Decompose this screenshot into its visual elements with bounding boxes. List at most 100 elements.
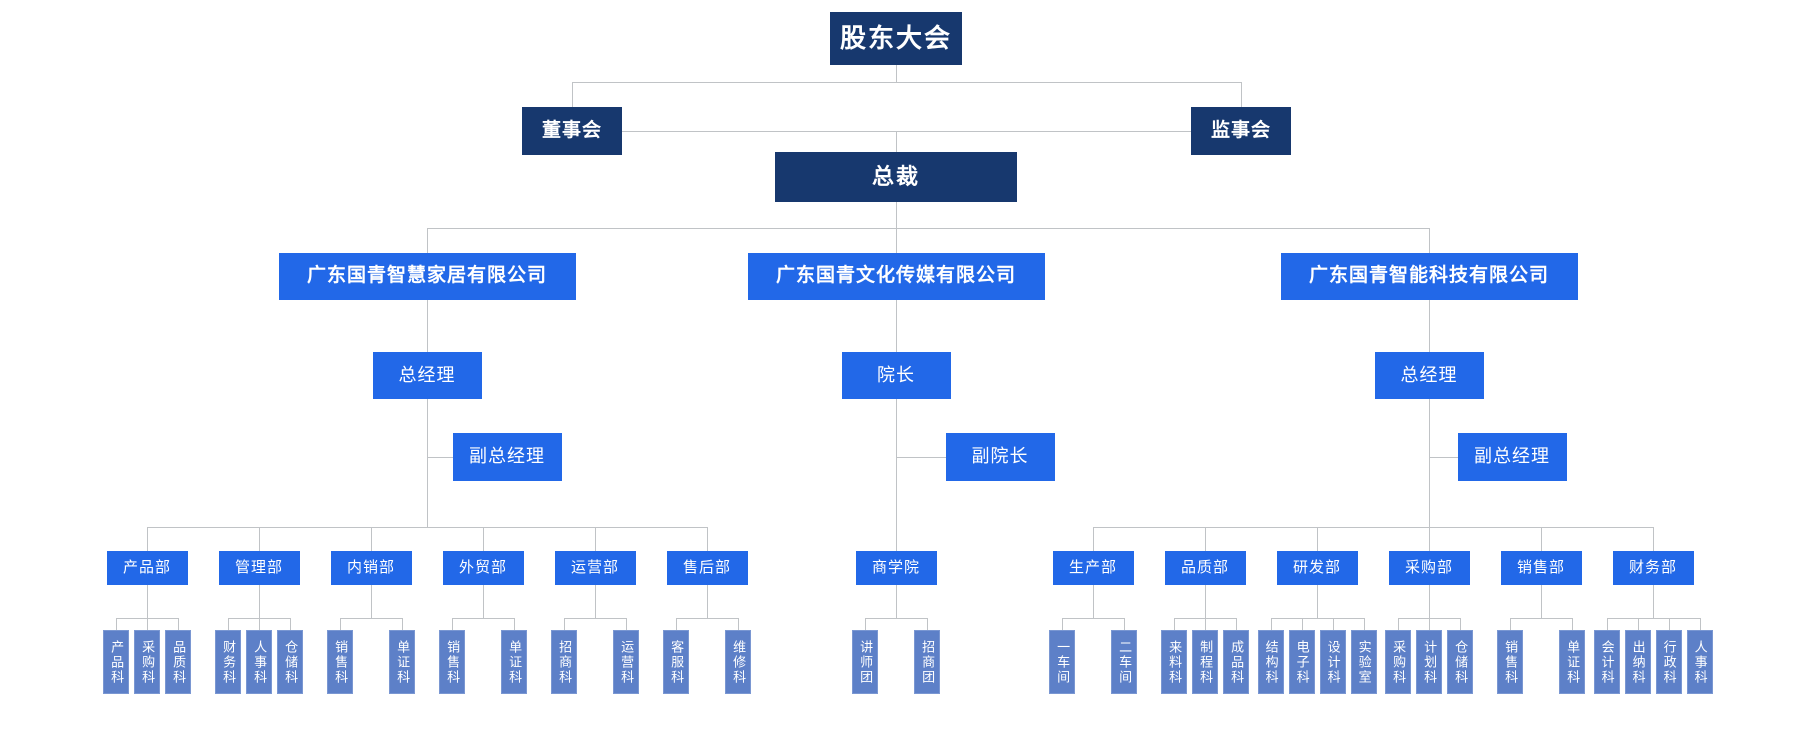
connector-line xyxy=(371,527,372,551)
org-node-unit-0-5-1: 维修科 xyxy=(725,630,751,694)
connector-line xyxy=(896,399,897,551)
connector-line xyxy=(1236,618,1237,630)
connector-line xyxy=(1363,618,1365,630)
org-node-head-0: 总经理 xyxy=(372,352,482,399)
org-node-dept-2-0: 生产部 xyxy=(1052,551,1134,585)
org-node-unit-2-3-1: 计划科 xyxy=(1416,630,1442,694)
org-node-president: 总裁 xyxy=(775,152,1017,202)
org-node-unit-0-4-1: 运营科 xyxy=(613,630,639,694)
connector-line xyxy=(1301,618,1303,630)
connector-line xyxy=(1429,527,1430,551)
org-node-unit-2-2-0: 结构科 xyxy=(1257,630,1284,694)
connector-line xyxy=(564,618,565,630)
connector-line xyxy=(896,300,897,352)
connector-line xyxy=(1637,618,1639,630)
org-node-dept-0-4: 运营部 xyxy=(554,551,636,585)
connector-line xyxy=(1429,585,1430,618)
connector-line xyxy=(1429,300,1430,352)
connector-line xyxy=(259,618,260,630)
connector-line xyxy=(483,527,484,551)
org-node-dept-0-3: 外贸部 xyxy=(442,551,524,585)
connector-line xyxy=(340,618,402,619)
connector-line xyxy=(1205,527,1206,551)
connector-line xyxy=(427,228,428,253)
connector-line xyxy=(564,618,626,619)
org-node-unit-0-1-1: 人事科 xyxy=(246,630,272,694)
connector-line xyxy=(259,527,260,551)
org-node-dept-2-1: 品质部 xyxy=(1164,551,1246,585)
org-node-head-2: 总经理 xyxy=(1374,352,1484,399)
connector-line xyxy=(896,202,897,228)
connector-line xyxy=(1541,527,1542,551)
connector-line xyxy=(707,585,708,618)
connector-line xyxy=(427,228,1429,229)
org-node-unit-0-2-1: 单证科 xyxy=(389,630,415,694)
org-node-unit-2-5-1: 出纳科 xyxy=(1624,630,1651,694)
connector-line xyxy=(147,618,148,630)
org-node-unit-0-3-1: 单证科 xyxy=(501,630,527,694)
connector-line xyxy=(452,618,453,630)
org-node-unit-0-3-0: 销售科 xyxy=(439,630,465,694)
org-node-dept-0-1: 管理部 xyxy=(218,551,300,585)
org-node-dept-0-5: 售后部 xyxy=(666,551,748,585)
connector-line xyxy=(1205,585,1206,618)
connector-line xyxy=(514,618,515,630)
connector-line xyxy=(259,585,260,618)
connector-line xyxy=(622,131,1191,132)
connector-line xyxy=(1429,457,1458,458)
connector-line xyxy=(147,527,148,551)
org-node-shareholders: 股东大会 xyxy=(830,12,962,65)
connector-line xyxy=(290,618,291,630)
connector-line xyxy=(228,618,229,630)
org-node-unit-0-4-0: 招商科 xyxy=(551,630,577,694)
org-node-unit-2-2-1: 电子科 xyxy=(1288,630,1315,694)
connector-line xyxy=(626,618,627,630)
org-node-unit-2-2-2: 设计科 xyxy=(1319,630,1346,694)
org-node-unit-2-1-2: 成品科 xyxy=(1223,630,1249,694)
connector-line xyxy=(1093,585,1094,618)
org-node-dept-0-2: 内销部 xyxy=(330,551,412,585)
connector-line xyxy=(427,399,428,527)
connector-line xyxy=(676,618,677,630)
org-node-unit-2-4-0: 销售科 xyxy=(1497,630,1523,694)
connector-line xyxy=(896,457,946,458)
connector-line xyxy=(1270,618,1272,630)
connector-line xyxy=(572,82,1241,83)
connector-line xyxy=(1317,585,1318,618)
connector-line xyxy=(738,618,739,630)
connector-line xyxy=(147,527,707,528)
connector-line xyxy=(1429,228,1430,253)
connector-line xyxy=(707,527,708,551)
org-node-dept-2-5: 财务部 xyxy=(1612,551,1694,585)
connector-line xyxy=(1062,618,1124,619)
connector-line xyxy=(896,131,897,152)
connector-line xyxy=(1653,527,1654,551)
connector-line xyxy=(371,585,372,618)
connector-line xyxy=(1205,618,1206,630)
org-node-unit-2-5-2: 行政科 xyxy=(1655,630,1682,694)
org-node-company-2: 广东国青智能科技有限公司 xyxy=(1280,253,1578,300)
org-node-unit-2-0-1: 二车间 xyxy=(1111,630,1137,694)
connector-line xyxy=(427,457,453,458)
connector-line xyxy=(427,300,428,352)
connector-line xyxy=(676,618,738,619)
org-node-company-0: 广东国青智慧家居有限公司 xyxy=(278,253,576,300)
org-node-deputy-2: 副总经理 xyxy=(1457,433,1567,481)
connector-line xyxy=(1606,618,1700,619)
connector-line xyxy=(1668,618,1670,630)
org-node-dept-2-4: 销售部 xyxy=(1500,551,1582,585)
org-node-unit-2-1-1: 制程科 xyxy=(1192,630,1218,694)
org-node-unit-0-0-2: 品质科 xyxy=(165,630,191,694)
connector-line xyxy=(1572,618,1573,630)
connector-line xyxy=(1429,618,1430,630)
connector-line xyxy=(896,585,897,618)
org-node-unit-1-0-0: 讲师团 xyxy=(852,630,878,694)
org-node-unit-2-1-0: 来料科 xyxy=(1161,630,1187,694)
connector-line xyxy=(1317,527,1318,551)
org-node-unit-2-5-3: 人事科 xyxy=(1686,630,1713,694)
org-node-unit-0-0-1: 采购科 xyxy=(134,630,160,694)
org-node-unit-2-3-2: 仓储科 xyxy=(1447,630,1473,694)
connector-line xyxy=(865,618,927,619)
connector-line xyxy=(1062,618,1063,630)
